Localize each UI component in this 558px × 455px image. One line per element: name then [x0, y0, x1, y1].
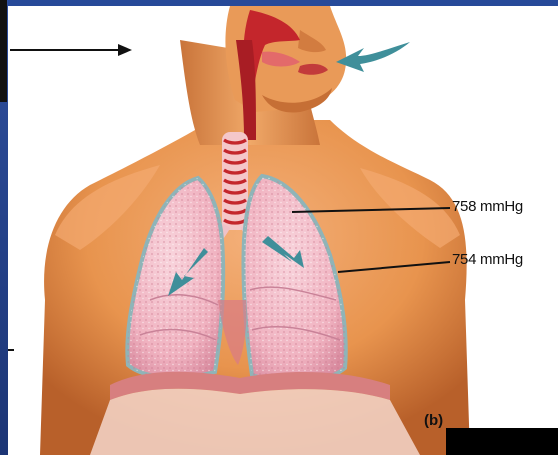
trachea [222, 132, 248, 230]
upper-pressure-label: 758 mmHg [452, 198, 523, 215]
lower-pressure-label: 754 mmHg [452, 251, 523, 268]
corner-block-top-left [0, 0, 7, 102]
corner-block-bottom-right [446, 428, 558, 455]
panel-label: (b) [424, 412, 443, 429]
abdomen [90, 389, 420, 455]
